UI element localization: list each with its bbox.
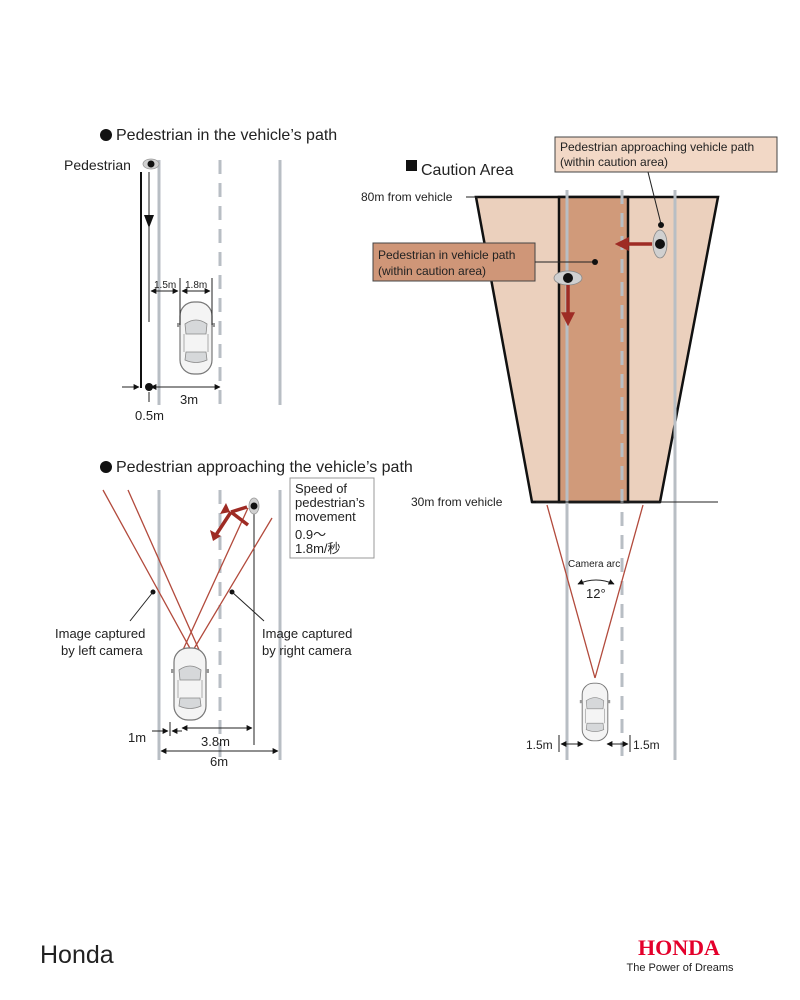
vehicle-path-band [557,195,630,504]
camera-cone-left [546,504,596,679]
square-bullet-icon [406,160,417,171]
tagline: The Power of Dreams [627,962,734,974]
dim-3m-label: 3m [180,392,198,407]
diagram-pedestrian-approaching: Pedestrian approaching the vehicle’s pat… [55,459,413,769]
car-icon [176,301,216,375]
dim-3-8m-label: 3.8m [201,734,230,749]
angle-label: 12° [586,586,606,601]
dim-left-label: 1.5m [526,738,553,752]
dim-6m-label: 6m [210,754,228,769]
callout-in-path-line1: Pedestrian in vehicle path [378,248,515,262]
brand-text: Honda [40,941,114,969]
speed-value1: 0.9～ [295,527,326,542]
right-camera-line1: Image captured [262,626,352,641]
pedestrian-movement-arrows [212,505,250,539]
right-camera-line [191,517,273,653]
bullet-icon [100,461,112,473]
speed-line2: pedestrian’s [295,495,365,510]
dim-right-label: 1.5m [633,738,660,752]
diagram1-title: Pedestrian in the vehicle’s path [116,127,337,144]
car-icon [579,682,611,742]
honda-logo: HONDA [638,935,720,960]
speed-box [289,477,375,559]
dim-1m-label: 1m [128,730,146,745]
dim-1-8m-label: 1.8m [185,280,207,291]
car-icon [170,647,210,721]
label-30m: 30m from vehicle [411,495,503,509]
bullet-icon [100,129,112,141]
left-camera-line1: Image captured [55,626,145,641]
camera-cone-right [594,504,644,679]
diagram-pedestrian-in-path: Pedestrian in the vehicle’s path Pedestr… [64,127,337,423]
label-80m: 80m from vehicle [361,190,453,204]
diagram-caution-area: Caution Area 80m from vehicle 30m from v… [361,136,778,760]
right-camera-line2: by right camera [262,643,352,658]
left-camera-line2: by left camera [61,643,143,658]
footer: Honda HONDA The Power of Dreams [40,935,734,974]
speed-line1: Speed of [295,481,347,496]
callout-approaching-line1: Pedestrian approaching vehicle path [560,140,754,154]
callout-approaching [554,136,778,173]
diagram3-title: Caution Area [421,162,514,179]
callout-in-path-line2: (within caution area) [378,264,486,278]
speed-value2: 1.8m/秒 [295,541,341,556]
callout-in-path [372,242,536,282]
camera-arc [577,579,615,585]
dim-1-5m-label: 1.5m [154,280,176,291]
speed-line3: movement [295,509,356,524]
camera-arc-label: Camera arc [568,559,620,570]
diagram2-title: Pedestrian approaching the vehicle’s pat… [116,459,413,476]
dim-0-5m-label: 0.5m [135,408,164,423]
left-camera-line [102,489,193,653]
right-camera-line [181,507,249,653]
pedestrian-label: Pedestrian [64,157,131,173]
left-camera-line [127,489,201,653]
down-arrow-icon [144,215,154,228]
callout-approaching-line2: (within caution area) [560,155,668,169]
